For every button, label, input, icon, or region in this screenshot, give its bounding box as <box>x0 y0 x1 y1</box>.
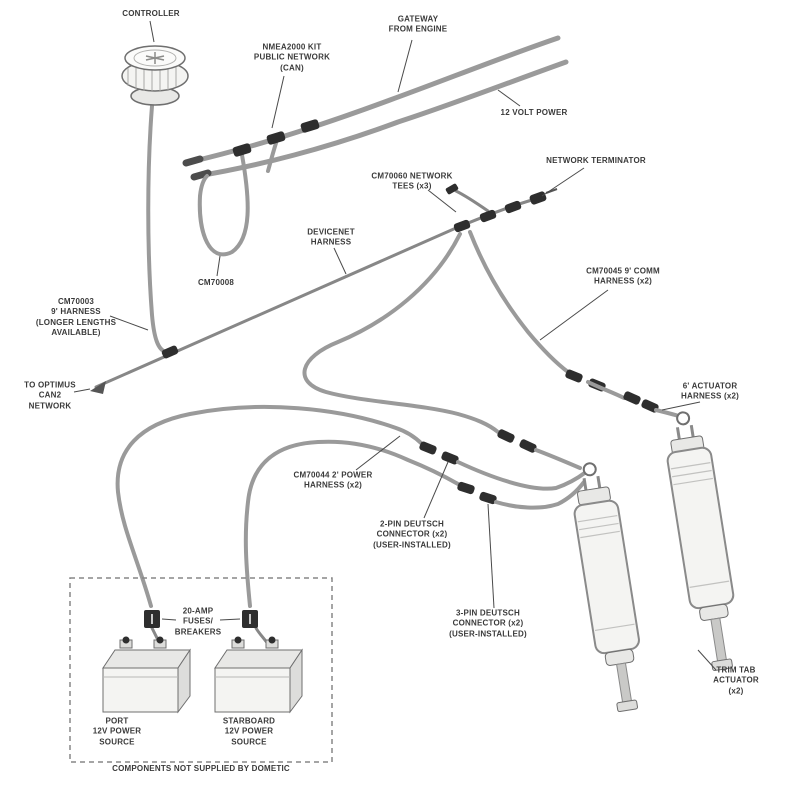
starboard-power-link <box>494 480 586 510</box>
stub-connector <box>445 183 459 195</box>
2-pin-deutsch-connector <box>441 451 459 465</box>
3-pin-deutsch-connector <box>479 491 497 505</box>
actuator-body-bands <box>670 462 730 588</box>
label-2pin-deutsch: 2-PIN DEUTSCH CONNECTOR (x2) (USER-INSTA… <box>373 519 451 550</box>
terminal-post <box>156 636 164 644</box>
starboard-power-cable <box>243 439 460 608</box>
port-battery <box>102 610 191 714</box>
3-pin-deutsch-connector <box>457 481 475 495</box>
terminal-post <box>268 636 276 644</box>
label-gateway: GATEWAY FROM ENGINE <box>388 14 448 34</box>
network-tee-cluster-2 <box>445 183 558 233</box>
clevis-fork <box>675 424 695 440</box>
comm-connector <box>519 439 537 453</box>
battery-front <box>214 667 291 713</box>
actuator-body <box>573 499 640 655</box>
actuator-clevis <box>676 411 691 426</box>
actuator-body <box>666 446 735 610</box>
trim-tab-actuator-starboard <box>666 411 735 671</box>
trim-tab-actuator-port <box>573 462 640 713</box>
comm-cable <box>302 232 500 434</box>
comm-harness-near <box>302 232 582 470</box>
actuator-rod <box>616 662 633 703</box>
controller-device <box>121 45 189 354</box>
network-tee-connector <box>504 200 522 214</box>
terminal-post <box>122 636 130 644</box>
actuator-body-bands <box>577 514 635 632</box>
label-long-harness: CM70003 9' HARNESS (LONGER LENGTHS AVAIL… <box>35 297 117 338</box>
not-supplied-boundary-box <box>69 577 333 763</box>
direction-arrowhead <box>90 381 106 394</box>
battery-top <box>214 649 303 669</box>
starboard-battery <box>214 610 303 714</box>
actuator-harness-connector <box>623 391 641 405</box>
actuator-clevis <box>582 462 597 477</box>
power-harnesses <box>115 404 588 608</box>
devicenet-harness-line <box>90 226 458 394</box>
port-power-cable <box>115 404 424 608</box>
label-to-optimus-network: TO OPTIMUS CAN2 NETWORK <box>24 380 76 411</box>
comm-connector <box>565 369 583 383</box>
label-port-power-source: PORT 12V POWER SOURCE <box>92 716 142 747</box>
2-pin-deutsch-connector <box>419 441 437 455</box>
cable-end-tip <box>182 155 204 167</box>
controller-harness-cable <box>146 104 168 354</box>
actuator-rod <box>710 617 727 662</box>
terminal-post <box>234 636 242 644</box>
nmea-tee-cluster <box>197 119 320 257</box>
tee-stub-cable <box>454 189 490 213</box>
label-loop-harness: CM70008 <box>197 277 235 287</box>
network-tee-connector <box>232 143 252 157</box>
label-network-terminator: NETWORK TERMINATOR <box>546 155 646 165</box>
label-starboard-power-source: STARBOARD 12V POWER SOURCE <box>222 716 276 747</box>
actuator-rod-end <box>616 699 638 713</box>
comm-cable <box>468 230 570 374</box>
label-nmea-kit: NMEA2000 KIT PUBLIC NETWORK (CAN) <box>253 42 331 73</box>
battery-front <box>102 667 179 713</box>
label-not-supplied-note: COMPONENTS NOT SUPPLIED BY DOMETIC <box>107 763 295 775</box>
label-fuses-breakers: 20-AMP FUSES/ BREAKERS <box>174 606 222 637</box>
label-12-volt-power: 12 VOLT POWER <box>500 107 568 117</box>
controller-knob-spokes <box>145 52 165 64</box>
network-tee-connector <box>479 209 497 223</box>
actuator-harness-cable <box>534 448 582 470</box>
clevis-fork <box>582 475 602 491</box>
gateway-cable <box>187 35 561 165</box>
label-comm-harness: CM70045 9' COMM HARNESS (x2) <box>586 266 660 286</box>
label-leader-lines <box>73 20 717 671</box>
label-actuator-harness: 6' ACTUATOR HARNESS (x2) <box>681 381 739 401</box>
comm-link-cable <box>586 380 626 400</box>
label-trim-tab-actuator: TRIM TAB ACTUATOR (x2) <box>713 665 759 696</box>
label-devicenet-harness: DEVICENET HARNESS <box>307 227 355 247</box>
label-3pin-deutsch: 3-PIN DEUTSCH CONNECTOR (x2) (USER-INSTA… <box>449 608 527 639</box>
12v-power-cable <box>195 59 569 179</box>
coiled-loop-harness <box>197 153 250 257</box>
label-controller: CONTROLLER <box>122 8 180 18</box>
devicenet-harness-cable <box>94 226 458 389</box>
network-tee-connector <box>266 131 286 145</box>
controller-knob-ring <box>133 49 177 67</box>
network-tee-connector <box>453 219 471 233</box>
cable-end-tip <box>190 169 212 181</box>
controller-tee-connector <box>161 345 179 359</box>
comm-harness-far <box>468 230 684 419</box>
network-terminator-plug <box>529 191 547 205</box>
network-tee-connector <box>300 119 320 133</box>
comm-connector <box>497 429 515 443</box>
tee-drop-stub <box>266 141 278 173</box>
label-power-harness: CM70044 2' POWER HARNESS (x2) <box>293 470 373 490</box>
label-network-tees: CM70060 NETWORK TEES (x3) <box>371 171 453 191</box>
port-power-link <box>456 460 588 491</box>
battery-top <box>102 649 191 669</box>
